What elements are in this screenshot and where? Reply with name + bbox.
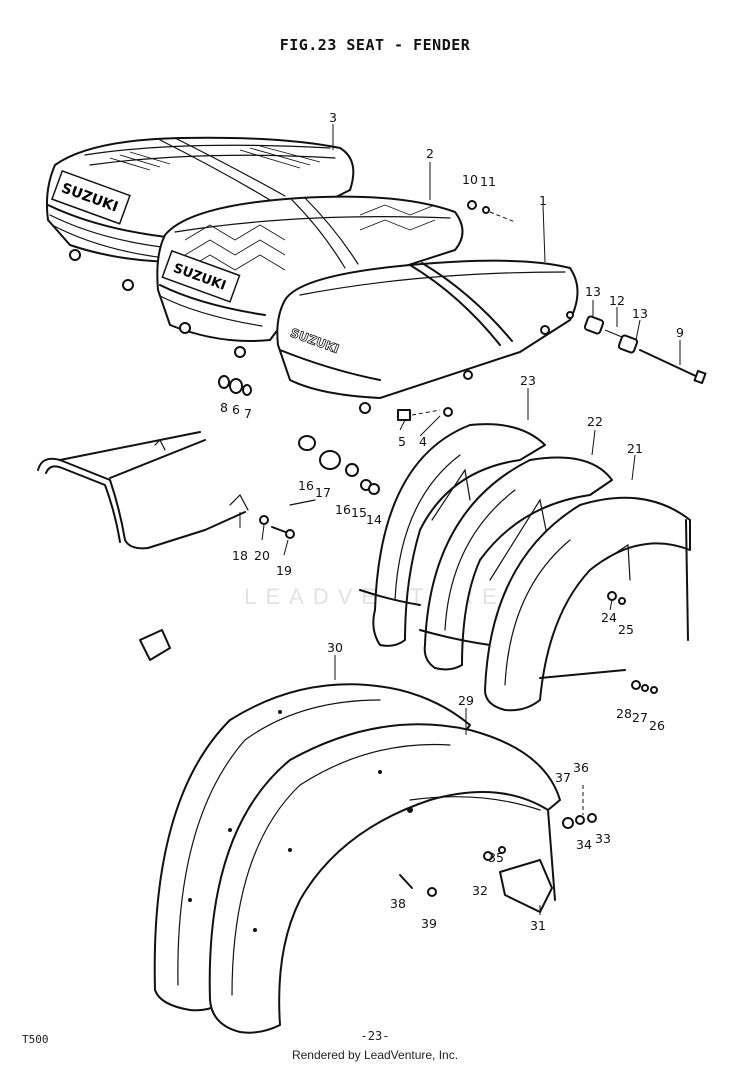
callout-4: 4 (419, 434, 427, 449)
callout-33: 33 (595, 831, 611, 846)
footer-credit: Rendered by LeadVenture, Inc. (291, 1048, 459, 1062)
callout-25: 25 (618, 622, 634, 637)
callout-37: 37 (555, 770, 571, 785)
bushing-parts-6-7-8 (218, 375, 252, 396)
seat-part-2: SUZUKI (156, 195, 464, 358)
callout-20: 20 (254, 548, 270, 563)
seat-part-1: SUZUKI (276, 259, 579, 414)
callout-16a: 16 (298, 478, 314, 493)
callout-23: 23 (520, 373, 536, 388)
callout-16b: 16 (335, 502, 351, 517)
callout-17: 17 (315, 485, 331, 500)
seat-hinge-parts (583, 315, 707, 385)
callout-36: 36 (573, 760, 589, 775)
footer-page-number: -23- (360, 1029, 390, 1043)
fastener-parts-33-37 (483, 813, 597, 861)
seat-part-3: SUZUKI (45, 136, 355, 291)
callout-10: 10 (462, 172, 478, 187)
callout-32: 32 (472, 883, 488, 898)
callout-12: 12 (609, 293, 625, 308)
callout-14: 14 (366, 512, 382, 527)
plate-bracket-31 (499, 859, 553, 913)
bolt-parts-10-11 (467, 200, 516, 223)
callout-2: 2 (426, 146, 434, 161)
callout-6: 6 (232, 402, 240, 417)
callout-13a: 13 (585, 284, 601, 299)
figure-title: FIG.23 SEAT - FENDER (279, 36, 471, 54)
fastener-parts-26-28 (631, 680, 658, 694)
callout-13b: 13 (632, 306, 648, 321)
footer-model: T500 (22, 1033, 49, 1046)
callout-38: 38 (390, 896, 406, 911)
callout-11: 11 (480, 174, 496, 189)
callout-19: 19 (276, 563, 292, 578)
callout-29: 29 (458, 693, 474, 708)
fastener-parts-4-5 (397, 407, 453, 421)
fender-part-29 (208, 723, 561, 1034)
callout-8: 8 (220, 400, 228, 415)
callout-26: 26 (649, 718, 665, 733)
callout-22: 22 (587, 414, 603, 429)
callout-9: 9 (676, 325, 684, 340)
callout-24: 24 (601, 610, 617, 625)
leader-lines (239, 124, 681, 915)
callout-7: 7 (244, 406, 252, 421)
callout-1: 1 (539, 193, 547, 208)
emblem-badge (139, 629, 171, 661)
callout-21: 21 (627, 441, 643, 456)
bolt-parts-38-39 (399, 874, 437, 897)
callout-3: 3 (329, 110, 337, 125)
callout-34: 34 (576, 837, 592, 852)
callout-28: 28 (616, 706, 632, 721)
callout-labels: 1 2 3 4 5 6 7 8 9 10 11 12 13 13 14 15 1… (220, 110, 684, 933)
callout-18: 18 (232, 548, 248, 563)
callout-35: 35 (488, 850, 504, 865)
fender-part-23 (359, 423, 546, 647)
callout-30: 30 (327, 640, 343, 655)
bushing-parts-14-17 (298, 435, 380, 495)
seat-frame-rail (37, 431, 316, 550)
callout-5: 5 (398, 434, 406, 449)
callout-31: 31 (530, 918, 546, 933)
fender-part-22 (419, 456, 613, 671)
callout-15: 15 (351, 505, 367, 520)
callout-39: 39 (421, 916, 437, 931)
callout-27: 27 (632, 710, 648, 725)
fender-part-21 (484, 496, 691, 712)
